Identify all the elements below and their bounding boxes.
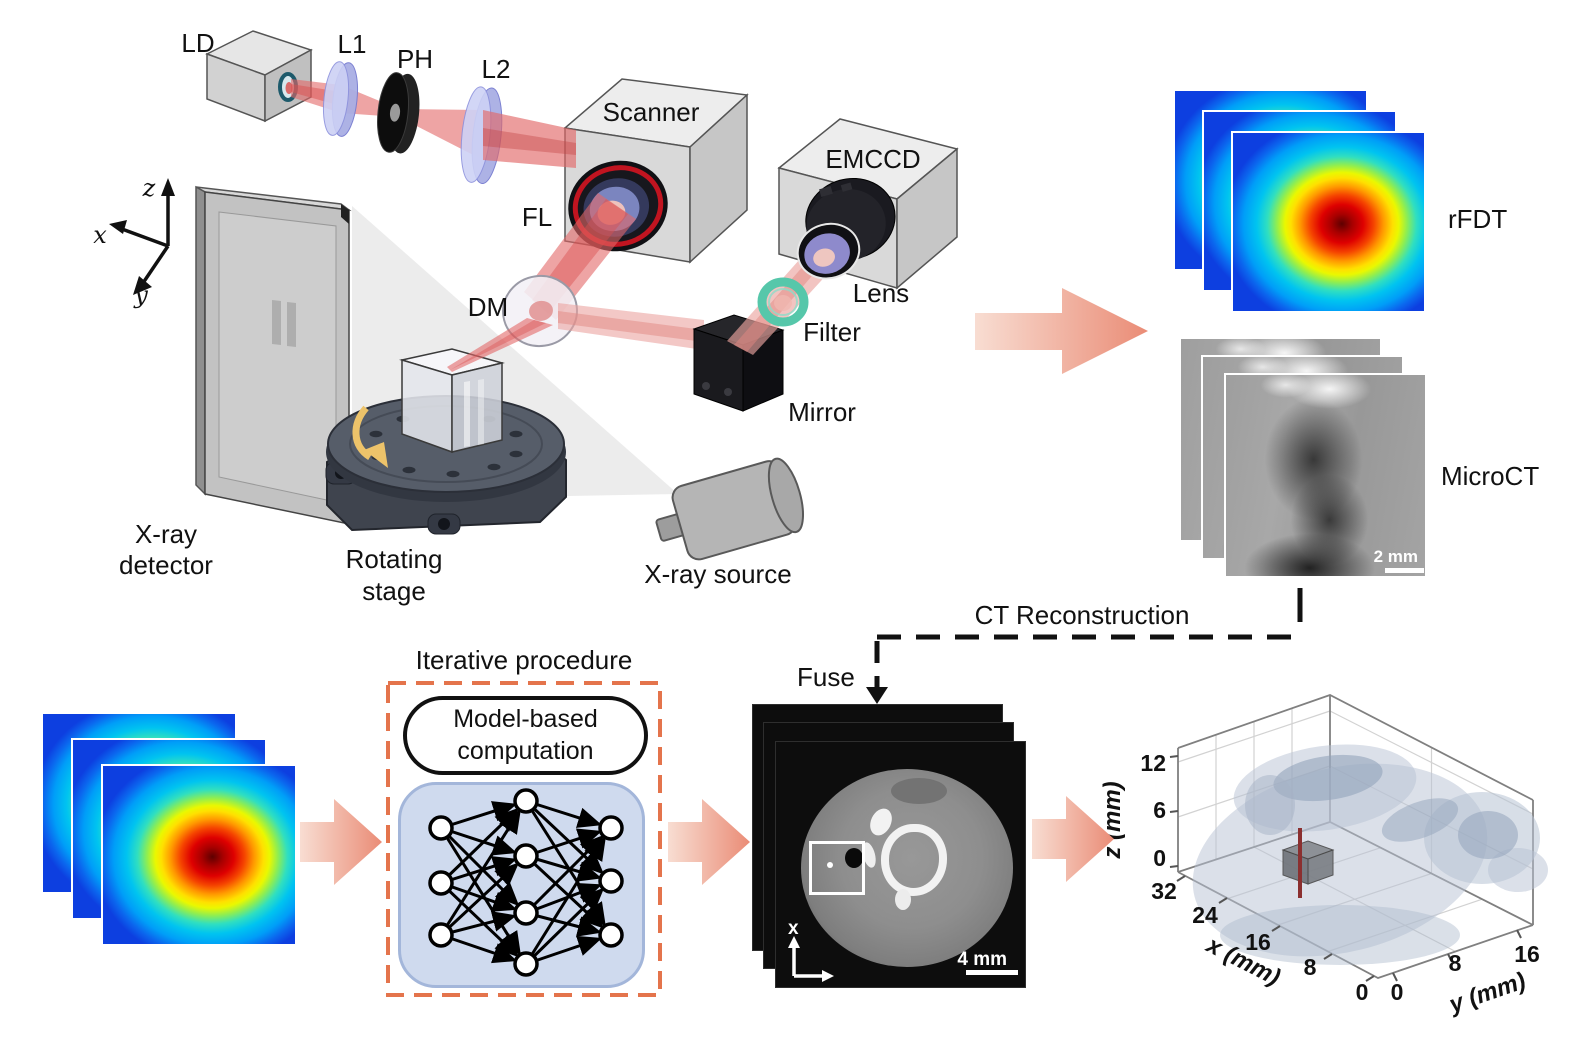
rotating-stage [325, 395, 567, 535]
beam-l2-scanner [483, 110, 576, 168]
nn-edges [439, 799, 606, 966]
neural-network-graph [428, 788, 624, 977]
ct-target-dot [827, 862, 833, 868]
label-emccd: EMCCD [825, 144, 920, 174]
ct-reconstruction-label: CT Reconstruction [974, 600, 1190, 630]
xray-detector [195, 185, 352, 525]
pinhole [377, 72, 420, 154]
xtick-16: 16 [1245, 929, 1271, 955]
ct-bone-process-2 [895, 889, 911, 910]
neural-network-panel [398, 782, 645, 988]
label-l2: L2 [482, 54, 511, 84]
plot3d-ticks [1169, 755, 1522, 982]
axis-y-label: y [133, 281, 148, 309]
model-box-line2: computation [457, 736, 594, 765]
microct-scalebar-text: 2 mm [1373, 547, 1418, 566]
sample-phantom [399, 348, 505, 454]
ct-axis-x-label: x [788, 920, 799, 939]
label-dm: DM [468, 292, 508, 322]
label-rotating-stage-1: Rotating [346, 544, 443, 574]
ct-roi-box [809, 841, 865, 895]
label-rotating-stage-2: stage [362, 576, 426, 606]
nn-nodes [428, 788, 624, 977]
arrow-iteration-to-ct [668, 799, 750, 885]
microct-scalebar [1385, 568, 1424, 573]
lens-l1 [322, 61, 359, 137]
model-based-computation-box: Model-based computation [403, 696, 648, 775]
microct-image-stack: 2 mm [1179, 337, 1429, 580]
fuse-label: Fuse [797, 662, 855, 692]
label-xray-detector-2: detector [119, 550, 213, 580]
rfdt-slice-front [1231, 131, 1426, 313]
target-cube [1281, 840, 1335, 885]
beam-dm-sample [447, 318, 553, 372]
ct-scalebar-text: 4 mm [957, 949, 1007, 970]
fuse-arrowhead [866, 687, 888, 704]
label-filter: Filter [803, 317, 861, 347]
label-l1: L1 [338, 29, 367, 59]
ct-scalebar [966, 970, 1018, 975]
rfdt-image-stack [1173, 89, 1429, 315]
label-ph: PH [397, 44, 433, 74]
ct-vertebra [881, 824, 947, 896]
arrow-stack-to-iteration [300, 799, 382, 885]
microct-slice-front: 2 mm [1224, 373, 1427, 578]
label-scanner: Scanner [603, 97, 700, 127]
ztick-0: 0 [1153, 845, 1166, 871]
label-xray-detector-1: X-ray [135, 519, 197, 549]
fused-ct-stack: x 4 mm [752, 704, 1032, 994]
label-lens: Lens [853, 278, 909, 308]
ct-slice-front: x 4 mm [775, 741, 1026, 988]
xtick-32: 32 [1151, 878, 1177, 904]
microct-label: MicroCT [1441, 461, 1540, 491]
xray-source [655, 457, 805, 561]
beam-l2-scanner-core [483, 128, 576, 155]
measurement-image-stack [41, 712, 299, 948]
label-mirror: Mirror [788, 397, 856, 427]
rotation-arrowhead [364, 442, 388, 468]
rfdt-label: rFDT [1448, 204, 1508, 234]
rotation-arrow [352, 405, 373, 460]
ytick-8: 8 [1449, 950, 1462, 976]
ztick-12: 12 [1140, 750, 1166, 776]
beam-dm-sample-core [450, 320, 546, 370]
axis-x-label: x [93, 221, 107, 249]
axis-z-label: z [142, 174, 156, 202]
ztick-6: 6 [1153, 797, 1166, 823]
measurement-slice-front [101, 764, 297, 946]
iterative-procedure-title: Iterative procedure [415, 645, 633, 675]
laser-diode [205, 30, 313, 123]
ct-dark-region [891, 778, 947, 804]
plot3d-zlabel: z (mm) [1099, 781, 1126, 859]
xtick-8: 8 [1304, 954, 1317, 980]
xtick-24: 24 [1192, 902, 1218, 928]
recon-3d-plot: 12 6 0 32 24 16 8 0 0 8 16 z (mm) x (mm)… [1099, 694, 1548, 1019]
xtick-0: 0 [1356, 979, 1369, 1005]
emission-filter [757, 277, 809, 327]
label-ld: LD [181, 28, 214, 58]
mouse-isosurface [1192, 744, 1548, 965]
emccd-lens [796, 177, 896, 280]
ct-axis-arrows: x [788, 920, 834, 982]
ct-cavity [845, 848, 863, 868]
label-fl: FL [522, 202, 552, 232]
coordinate-triad [109, 178, 175, 295]
beam-dm-mirror-core [558, 311, 704, 342]
optical-setup-diagram: LD L1 PH L2 Scanner FL DM EMCCD Lens Fil… [93, 28, 959, 606]
ytick-0: 0 [1391, 979, 1404, 1005]
label-xray-source: X-ray source [644, 559, 791, 589]
ytick-16: 16 [1514, 941, 1540, 967]
model-box-line1: Model-based [453, 705, 598, 734]
